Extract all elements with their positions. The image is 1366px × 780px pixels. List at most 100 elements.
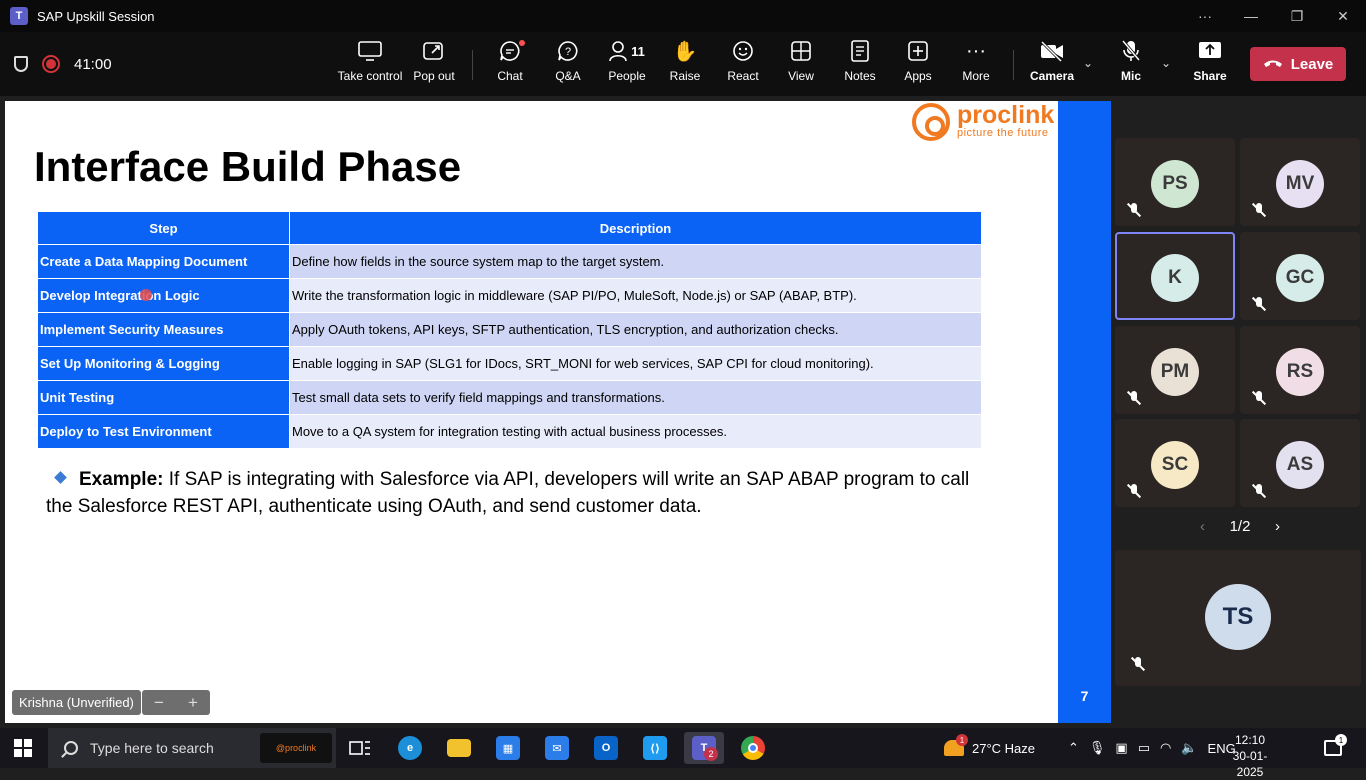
taskbar-search[interactable]: Type here to search @proclink bbox=[48, 728, 336, 768]
avatar: TS bbox=[1205, 584, 1271, 650]
apps-button[interactable]: Apps bbox=[901, 36, 935, 92]
bullet-diamond-icon bbox=[54, 471, 67, 484]
vscode-icon[interactable]: ⟨⟩ bbox=[635, 732, 675, 764]
minimize-button[interactable]: — bbox=[1244, 8, 1258, 24]
chat-icon bbox=[499, 36, 525, 66]
windows-start-icon[interactable] bbox=[14, 739, 32, 757]
shield-icon[interactable] bbox=[14, 56, 28, 72]
step-cell: Implement Security Measures bbox=[37, 312, 290, 347]
camera-options-chevron-icon[interactable]: ⌄ bbox=[1083, 56, 1094, 70]
teams-notification-badge: 2 bbox=[704, 747, 718, 761]
camera-button[interactable]: Camera bbox=[1030, 36, 1074, 92]
close-button[interactable]: ✕ bbox=[1337, 7, 1349, 24]
weather-widget[interactable]: 1 27°C Haze bbox=[944, 728, 1035, 768]
share-icon bbox=[1198, 36, 1222, 66]
volume-icon[interactable]: 🔈 bbox=[1181, 740, 1198, 755]
avatar: RS bbox=[1276, 348, 1324, 396]
description-cell: Move to a QA system for integration test… bbox=[289, 414, 982, 449]
chat-button[interactable]: Chat bbox=[494, 36, 526, 92]
react-button[interactable]: React bbox=[727, 36, 759, 92]
edge-browser-icon[interactable]: e bbox=[390, 732, 430, 764]
zoom-out-button[interactable]: − bbox=[154, 692, 164, 712]
battery-icon[interactable]: ▭ bbox=[1137, 740, 1151, 755]
mail-icon[interactable]: ✉ bbox=[537, 732, 577, 764]
participant-tile-active-speaker[interactable]: K bbox=[1115, 232, 1235, 320]
chrome-icon[interactable] bbox=[733, 732, 773, 764]
svg-text:?: ? bbox=[565, 46, 571, 58]
mic-off-icon bbox=[1121, 36, 1141, 66]
microsoft-store-icon[interactable]: ▦ bbox=[488, 732, 528, 764]
participant-tile[interactable]: PS bbox=[1115, 138, 1235, 226]
proclink-logo-icon bbox=[912, 103, 950, 141]
take-control-button[interactable]: Take control bbox=[338, 36, 402, 92]
participant-tile[interactable]: RS bbox=[1240, 326, 1360, 414]
mic-button[interactable]: Mic bbox=[1118, 36, 1144, 92]
people-count: 11 bbox=[631, 43, 645, 59]
mic-options-chevron-icon[interactable]: ⌄ bbox=[1161, 56, 1172, 70]
language-indicator[interactable]: ENG bbox=[1207, 740, 1236, 756]
windows-taskbar: Type here to search @proclink e ▦ ✉ O ⟨⟩… bbox=[0, 728, 1366, 779]
steps-table: Step Description Create a Data Mapping D… bbox=[37, 211, 982, 449]
teams-icon: T bbox=[10, 7, 28, 25]
ellipsis-icon: ··· bbox=[966, 39, 986, 62]
restore-button[interactable]: ❐ bbox=[1290, 7, 1304, 24]
description-cell: Define how fields in the source system m… bbox=[289, 244, 982, 279]
grid-view-icon bbox=[791, 36, 811, 66]
next-page-chevron-icon[interactable]: › bbox=[1274, 518, 1280, 535]
table-row: Implement Security Measures Apply OAuth … bbox=[37, 312, 982, 347]
system-tray: ⌃ 🎙 ▣ ▭ ◠ 🔈 ENG bbox=[1068, 728, 1236, 768]
window-title: SAP Upskill Session bbox=[37, 8, 155, 24]
avatar: MV bbox=[1276, 160, 1324, 208]
mic-muted-icon bbox=[1131, 656, 1145, 672]
share-button[interactable]: Share bbox=[1193, 36, 1227, 92]
camera-in-use-icon[interactable]: ▣ bbox=[1115, 740, 1128, 755]
slide-side-bar bbox=[1058, 101, 1111, 723]
step-cell: Unit Testing bbox=[37, 380, 290, 415]
avatar: K bbox=[1151, 254, 1199, 302]
description-cell: Write the transformation logic in middle… bbox=[289, 278, 982, 313]
participant-tile[interactable]: MV bbox=[1240, 138, 1360, 226]
avatar: AS bbox=[1276, 441, 1324, 489]
view-button[interactable]: View bbox=[785, 36, 817, 92]
outlook-icon[interactable]: O bbox=[586, 732, 626, 764]
add-app-icon bbox=[908, 36, 928, 66]
example-paragraph: Example: If SAP is integrating with Sale… bbox=[46, 466, 986, 520]
wifi-icon[interactable]: ◠ bbox=[1160, 740, 1172, 755]
avatar: PS bbox=[1151, 160, 1199, 208]
participant-tile[interactable]: PM bbox=[1115, 326, 1235, 414]
mic-muted-icon bbox=[1127, 390, 1141, 406]
notes-button[interactable]: Notes bbox=[843, 36, 877, 92]
system-clock[interactable]: 12:10 30-01-2025 bbox=[1222, 732, 1278, 780]
step-cell: Set Up Monitoring & Logging bbox=[37, 346, 290, 381]
pop-out-button[interactable]: Pop out bbox=[412, 36, 456, 92]
hand-icon: ✋ bbox=[672, 40, 698, 63]
slide-page-number: 7 bbox=[1080, 688, 1089, 704]
previous-page-chevron-icon[interactable]: ‹ bbox=[1200, 518, 1205, 535]
proclink-logo: proclink picture the future bbox=[912, 101, 1056, 143]
show-hidden-icons-chevron-icon[interactable]: ⌃ bbox=[1068, 740, 1079, 755]
more-button[interactable]: ··· More bbox=[958, 36, 994, 92]
mic-muted-icon bbox=[1127, 202, 1141, 218]
step-cell: Create a Data Mapping Document bbox=[37, 244, 290, 279]
zoom-in-button[interactable]: + bbox=[188, 692, 198, 712]
teams-taskbar-icon[interactable]: T 2 bbox=[684, 732, 724, 764]
more-options-button[interactable]: ··· bbox=[1198, 8, 1212, 24]
people-button[interactable]: 11 People bbox=[606, 36, 648, 92]
description-cell: Test small data sets to verify field map… bbox=[289, 380, 982, 415]
meeting-timer: 41:00 bbox=[74, 55, 112, 73]
notification-center-icon[interactable]: 1 bbox=[1324, 728, 1347, 768]
file-explorer-icon[interactable] bbox=[439, 732, 479, 764]
participant-tile[interactable]: GC bbox=[1240, 232, 1360, 320]
leave-button[interactable]: Leave bbox=[1250, 47, 1346, 81]
raise-hand-button[interactable]: ✋ Raise bbox=[669, 36, 701, 92]
microphone-icon[interactable]: 🎙 bbox=[1088, 740, 1106, 755]
table-row: Deploy to Test Environment Move to a QA … bbox=[37, 414, 982, 449]
avatar: SC bbox=[1151, 441, 1199, 489]
task-view-icon[interactable] bbox=[340, 732, 380, 764]
qa-button[interactable]: ? Q&A bbox=[552, 36, 584, 92]
participant-tile[interactable]: AS bbox=[1240, 419, 1360, 507]
participant-tile[interactable]: SC bbox=[1115, 419, 1235, 507]
example-label: Example: bbox=[79, 469, 164, 490]
self-video-tile[interactable]: TS bbox=[1115, 550, 1361, 686]
mic-muted-icon bbox=[1252, 296, 1266, 312]
